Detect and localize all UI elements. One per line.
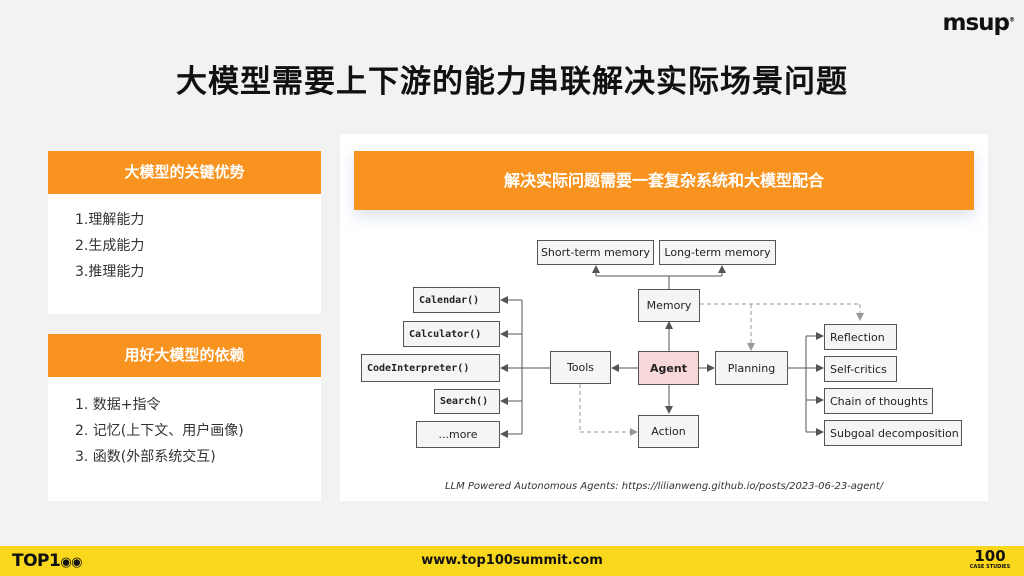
diagram-caption: LLM Powered Autonomous Agents: https://l…: [444, 481, 884, 492]
dependencies-header: 用好大模型的依赖: [48, 334, 321, 377]
footer-url[interactable]: www.top100summit.com: [421, 553, 603, 568]
node-long-term-memory: Long-term memory: [659, 240, 776, 265]
node-search: Search(): [434, 389, 500, 414]
msup-logo: msup®: [942, 10, 1016, 36]
list-item: 1.理解能力: [75, 212, 145, 228]
node-calculator: Calculator(): [403, 321, 500, 347]
node-action: Action: [638, 415, 699, 448]
top100-logo: TOP1◉◉: [12, 551, 83, 571]
dependencies-list: 1. 数据+指令 2. 记忆(上下文、用户画像) 3. 函数(外部系统交互): [48, 377, 321, 470]
node-code-interpreter: CodeInterpreter(): [361, 354, 500, 382]
node-short-term-memory: Short-term memory: [537, 240, 654, 265]
list-item: 3. 函数(外部系统交互): [75, 449, 216, 465]
list-item: 1. 数据+指令: [75, 397, 161, 413]
case-studies-label: CASE STUDIES: [969, 564, 1011, 570]
node-memory: Memory: [638, 289, 700, 322]
registered-mark: ®: [1009, 16, 1015, 24]
node-subgoal-decomposition: Subgoal decomposition: [824, 420, 962, 446]
advantages-card: 大模型的关键优势 1.理解能力 2.生成能力 3.推理能力: [48, 151, 321, 314]
case-studies-logo: 100 CASE STUDIES: [968, 548, 1012, 570]
case-studies-number: 100: [974, 547, 1006, 565]
footer-bar: TOP1◉◉ www.top100summit.com 100 CASE STU…: [0, 546, 1024, 576]
node-reflection: Reflection: [824, 324, 897, 350]
list-item: 3.推理能力: [75, 264, 145, 280]
node-calendar: Calendar(): [413, 287, 500, 313]
node-tools: Tools: [550, 351, 611, 384]
right-header: 解决实际问题需要一套复杂系统和大模型配合: [354, 151, 974, 210]
eyes-icon: ◉◉: [60, 555, 83, 570]
node-self-critics: Self-critics: [824, 356, 897, 382]
node-planning: Planning: [715, 351, 788, 385]
logo-text: msup: [942, 10, 1010, 36]
top100-logo-text: TOP1: [12, 551, 61, 571]
node-agent: Agent: [638, 351, 699, 385]
list-item: 2.生成能力: [75, 238, 145, 254]
node-chain-of-thoughts: Chain of thoughts: [824, 388, 933, 414]
list-item: 2. 记忆(上下文、用户画像): [75, 423, 244, 439]
page-title: 大模型需要上下游的能力串联解决实际场景问题: [176, 64, 848, 100]
dependencies-card: 用好大模型的依赖 1. 数据+指令 2. 记忆(上下文、用户画像) 3. 函数(…: [48, 334, 321, 501]
advantages-list: 1.理解能力 2.生成能力 3.推理能力: [48, 194, 321, 285]
advantages-header: 大模型的关键优势: [48, 151, 321, 194]
node-more: ...more: [416, 421, 500, 448]
